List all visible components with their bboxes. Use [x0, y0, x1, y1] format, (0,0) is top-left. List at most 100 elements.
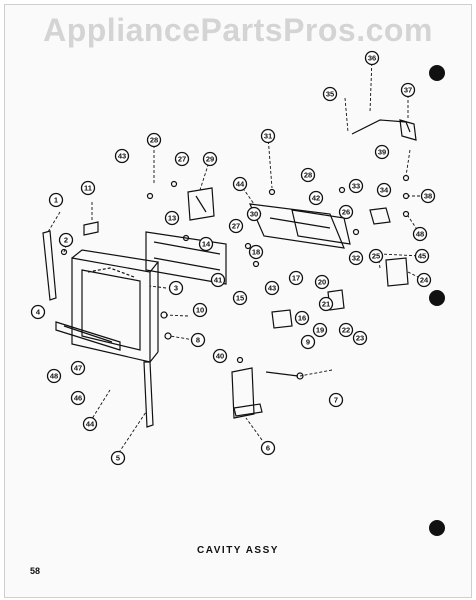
callout-10: 10 — [192, 302, 208, 318]
callout-label-43: 43 — [118, 152, 126, 161]
callout-43: 43 — [114, 148, 130, 164]
callout-label-27: 27 — [178, 155, 186, 164]
callout-46: 46 — [70, 390, 86, 406]
callout-label-13: 13 — [168, 214, 176, 223]
callout-13: 13 — [164, 210, 180, 226]
callout-33: 33 — [348, 178, 364, 194]
callout-43b: 43 — [264, 280, 280, 296]
hinge-bar — [55, 321, 121, 351]
callout-label-24: 24 — [420, 276, 429, 285]
registration-dot-middle — [429, 290, 445, 306]
small-bracket — [83, 221, 99, 236]
callout-39: 39 — [374, 144, 390, 160]
callout-label-40: 40 — [216, 352, 224, 361]
vertical-strip — [143, 361, 154, 428]
callout-label-45: 45 — [418, 252, 426, 261]
callout-3: 3 — [168, 280, 184, 296]
callout-label-2: 2 — [64, 236, 68, 245]
callout-44b: 44 — [82, 416, 98, 432]
callout-label-39: 39 — [378, 148, 386, 157]
callout-6: 6 — [260, 440, 276, 456]
callout-47: 47 — [70, 360, 86, 376]
callout-label-33: 33 — [352, 182, 360, 191]
callout-48: 48 — [46, 368, 62, 384]
callout-label-29: 29 — [206, 155, 214, 164]
callout-label-20: 20 — [318, 278, 326, 287]
callout-40: 40 — [212, 348, 228, 364]
callout-label-15: 15 — [236, 294, 244, 303]
callout-label-38: 38 — [424, 192, 432, 201]
callout-label-6: 6 — [266, 444, 270, 453]
right-bracket — [385, 257, 409, 287]
callout-label-28: 28 — [150, 136, 158, 145]
callout-36: 36 — [364, 50, 380, 66]
bracket-19 — [271, 309, 293, 329]
callout-label-3: 3 — [174, 284, 178, 293]
leader-lines — [47, 57, 425, 458]
callout-4: 4 — [30, 304, 46, 320]
callout-label-42: 42 — [312, 194, 320, 203]
watermark: AppliancePartsPros.com — [43, 12, 433, 48]
callout-16: 16 — [294, 310, 310, 326]
callout-30: 30 — [246, 206, 262, 222]
callout-label-48: 48 — [50, 372, 58, 381]
callout-19: 19 — [312, 322, 328, 338]
top-bracket — [187, 187, 215, 221]
callout-44: 44 — [232, 176, 248, 192]
callout-label-34: 34 — [380, 186, 389, 195]
callout-22: 22 — [338, 322, 354, 338]
callout-25: 25 — [368, 248, 384, 264]
callout-label-25: 25 — [372, 252, 380, 261]
callout-label-10: 10 — [196, 306, 204, 315]
callout-label-4: 4 — [36, 308, 41, 317]
callout-9: 9 — [300, 334, 316, 350]
callout-24: 24 — [416, 272, 432, 288]
callout-32: 32 — [348, 250, 364, 266]
callout-label-16: 16 — [298, 314, 306, 323]
callout-37: 37 — [400, 82, 416, 98]
callout-5: 5 — [110, 450, 126, 466]
left-seal-strip — [42, 230, 57, 301]
callout-label-47: 47 — [74, 364, 82, 373]
callout-48b: 48 — [412, 226, 428, 242]
callout-14: 14 — [198, 236, 214, 252]
callout-label-46: 46 — [74, 394, 82, 403]
callout-18: 18 — [248, 244, 264, 260]
callout-27: 27 — [174, 151, 190, 167]
callout-label-5: 5 — [116, 454, 120, 463]
callout-label-30: 30 — [250, 210, 258, 219]
control-bracket — [145, 231, 227, 285]
callout-label-44: 44 — [236, 180, 245, 189]
diagram-caption: CAVITY ASSY — [197, 545, 279, 556]
registration-dot-top — [429, 65, 445, 81]
callout-31: 31 — [260, 128, 276, 144]
callout-label-7: 7 — [334, 396, 338, 405]
callout-label-37: 37 — [404, 86, 412, 95]
callout-15: 15 — [232, 290, 248, 306]
callout-label-21: 21 — [322, 300, 330, 309]
registration-dot-bottom — [429, 520, 445, 536]
callout-label-8: 8 — [196, 336, 200, 345]
mounting-bracket — [231, 367, 263, 419]
callout-label-41: 41 — [214, 276, 222, 285]
callout-45: 45 — [414, 248, 430, 264]
callout-23: 23 — [352, 330, 368, 346]
callout-8: 8 — [190, 332, 206, 348]
callout-label-17: 17 — [292, 274, 300, 283]
callout-label-48b: 48 — [416, 230, 424, 239]
callout-35: 35 — [322, 86, 338, 102]
callout-21: 21 — [318, 296, 334, 312]
callout-29: 29 — [202, 151, 218, 167]
callout-label-9: 9 — [306, 338, 310, 347]
callout-7: 7 — [328, 392, 344, 408]
callout-28: 28 — [146, 132, 162, 148]
callout-label-35: 35 — [326, 90, 334, 99]
callout-label-23: 23 — [356, 334, 364, 343]
callout-28b: 28 — [300, 167, 316, 183]
callout-1: 1 — [48, 192, 64, 208]
callout-26: 26 — [338, 204, 354, 220]
callout-label-27b: 27 — [232, 222, 240, 231]
sensor-probe — [265, 371, 304, 380]
callout-label-36: 36 — [368, 54, 376, 63]
